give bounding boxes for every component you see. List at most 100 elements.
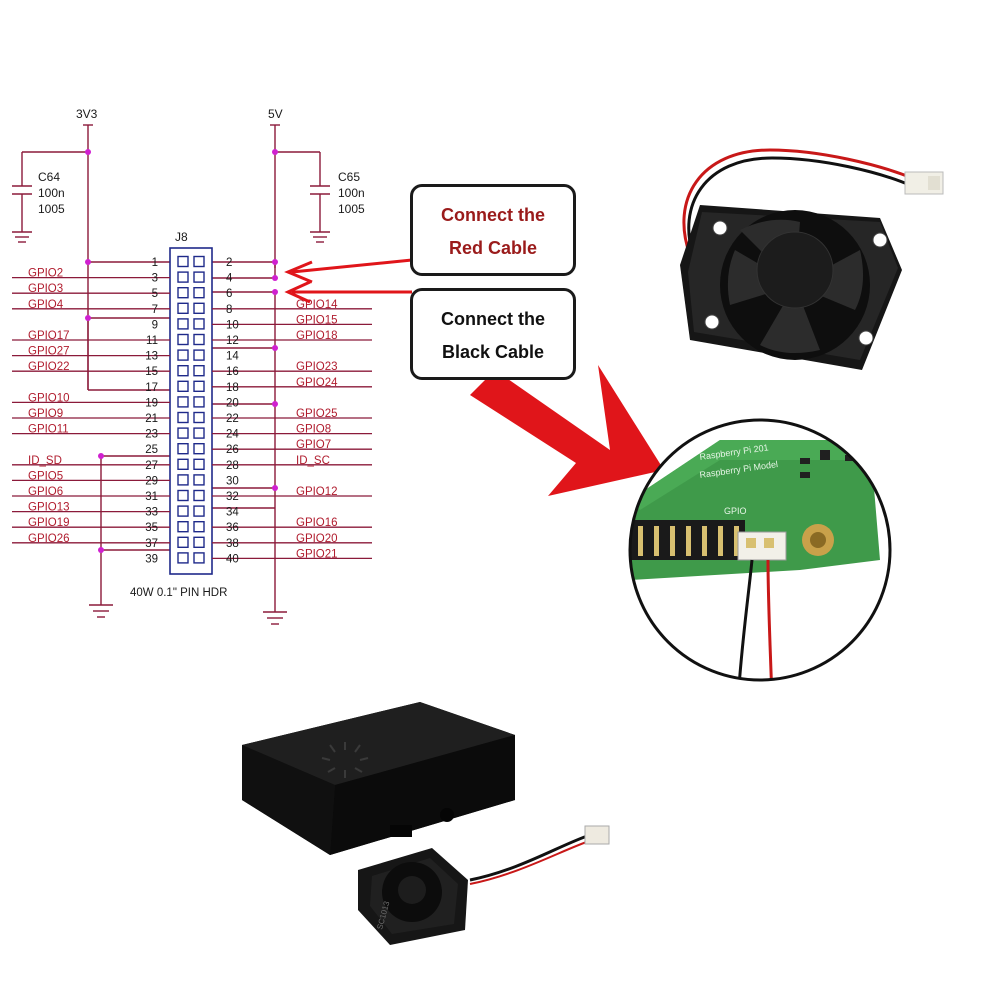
pin-square-left [177, 474, 189, 486]
pin-label-right: GPIO7 [296, 439, 331, 451]
pin-square-left [177, 365, 189, 377]
pin-square-left [177, 427, 189, 439]
pin-number-right: 10 [226, 319, 239, 331]
pin-number-left: 29 [145, 475, 158, 487]
gpio-silk: GPIO [724, 506, 747, 516]
pin-label-right: GPIO16 [296, 517, 338, 529]
pin-number-right: 16 [226, 366, 239, 378]
pin-number-right: 36 [226, 522, 239, 534]
pin-label-right: GPIO25 [296, 408, 338, 420]
pin-label-left: GPIO10 [28, 392, 70, 404]
junction-dot [85, 315, 91, 321]
pin-label-left: GPIO11 [28, 424, 69, 436]
pin-number-left: 37 [145, 538, 158, 550]
fan-connector-bottom [584, 825, 610, 845]
gpio-header-pins [630, 520, 745, 560]
cap-c64-ref: C64 [38, 170, 60, 184]
pin-number-left: 11 [146, 335, 158, 347]
pin-number-right: 26 [226, 444, 239, 456]
pin-number-right: 18 [226, 382, 239, 394]
pin-number-left: 5 [152, 288, 158, 300]
pin-square-left [177, 333, 189, 346]
pin-square-right [193, 427, 205, 439]
rail-5v-label: 5V [268, 107, 283, 121]
pin-label-left: GPIO19 [28, 517, 70, 529]
pin-label-right: GPIO8 [296, 424, 331, 436]
cap-c64-package: 1005 [38, 202, 65, 216]
pin-label-right: ID_SC [296, 455, 330, 467]
pin-number-left: 15 [145, 366, 158, 378]
case-box [242, 702, 515, 855]
junction-dot [98, 547, 104, 553]
junction-dot [98, 453, 104, 459]
pin-square-left [177, 396, 189, 408]
pin-number-left: 13 [145, 351, 158, 363]
pin-square-right [193, 333, 205, 346]
pin-number-left: 27 [145, 460, 158, 472]
pin-label-left: GPIO26 [28, 533, 70, 545]
pin-number-right: 4 [226, 273, 233, 285]
pin-number-right: 24 [226, 429, 239, 441]
pin-label-left: GPIO6 [28, 486, 63, 498]
pin-square-right [193, 536, 205, 548]
pin-square-right [193, 302, 205, 314]
pin-square-left [177, 255, 189, 268]
callout-red-line1: Connect the [440, 205, 545, 225]
pin-square-left [177, 318, 189, 330]
pin-square-right [193, 396, 205, 408]
pin-number-right: 6 [226, 288, 232, 300]
pin-number-left: 25 [145, 444, 158, 456]
pin-label-left: GPIO4 [28, 299, 64, 311]
pin-square-left [177, 505, 189, 517]
pin-square-right [193, 380, 205, 392]
pin-number-right: 30 [226, 475, 239, 487]
pin-square-left [177, 271, 189, 283]
rail-3v3-label: 3V3 [76, 107, 98, 121]
pin-square-left [177, 536, 189, 548]
pin-square-left [177, 521, 189, 533]
cap-c65-ref: C65 [338, 170, 360, 184]
pin-label-left: GPIO13 [28, 502, 70, 514]
pin-number-right: 8 [226, 304, 232, 316]
junction-dot [272, 259, 278, 265]
pin-number-left: 35 [145, 522, 158, 534]
callout-red-line2: Red Cable [448, 238, 538, 258]
fan-top-right [680, 205, 902, 370]
pin-label-left: GPIO2 [28, 268, 63, 280]
pin-square-left [177, 287, 189, 299]
pin-label-left: GPIO5 [28, 470, 63, 482]
pin-number-left: 23 [145, 429, 158, 441]
pin-number-left: 7 [152, 304, 158, 316]
header-caption: 40W 0.1" PIN HDR [130, 587, 227, 599]
pin-square-right [193, 349, 205, 361]
pin-label-left: GPIO9 [28, 408, 63, 420]
junction-dot [272, 149, 278, 155]
big-red-arrow [470, 365, 664, 496]
pin-square-left [177, 302, 189, 314]
pin-number-left: 19 [145, 397, 158, 409]
pin-number-left: 3 [152, 273, 158, 285]
pin-square-right [193, 521, 205, 533]
pin-square-right [193, 505, 205, 517]
pin-label-left: GPIO22 [28, 361, 70, 373]
junction-dot [272, 275, 278, 281]
cap-c65-value: 100n [338, 186, 365, 200]
pin-label-right: GPIO23 [296, 361, 338, 373]
callout-black-cable: Connect the Black Cable [410, 288, 576, 380]
pin-label-right: GPIO12 [296, 486, 338, 498]
pin-square-right [193, 255, 205, 268]
header-ref: J8 [175, 230, 188, 244]
cap-c64-value: 100n [38, 186, 65, 200]
pin-square-left [177, 380, 189, 392]
pin-number-right: 2 [226, 257, 232, 269]
pin-number-right: 40 [226, 553, 239, 565]
pin-number-right: 20 [226, 397, 239, 409]
junction-dot [272, 485, 278, 491]
pin-number-right: 22 [226, 413, 239, 425]
